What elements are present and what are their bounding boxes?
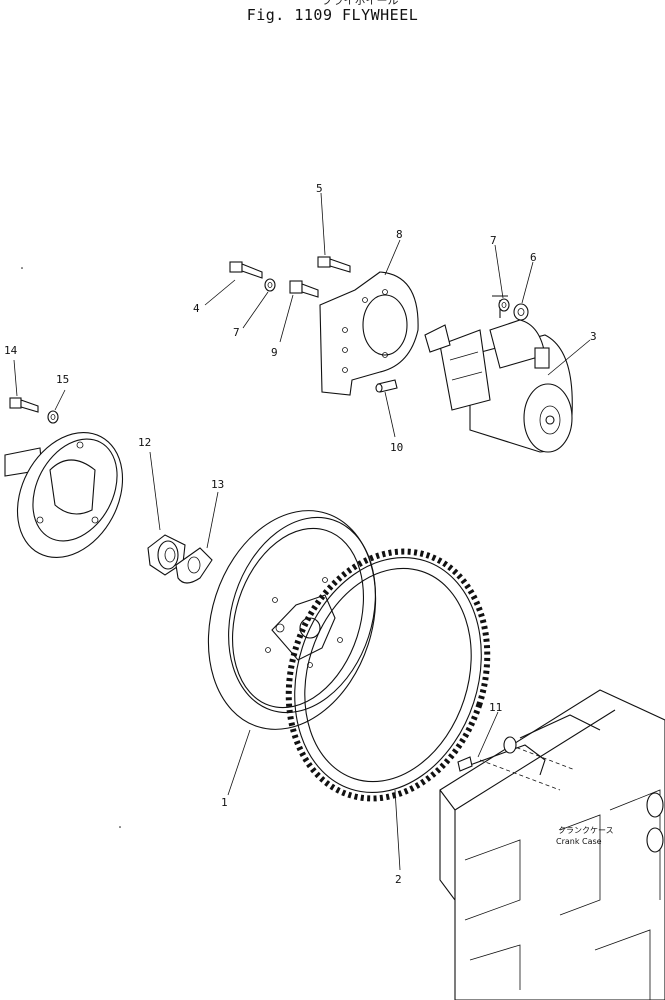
hub-plate	[4, 431, 124, 559]
bolt-9	[289, 280, 319, 298]
washer-15	[47, 410, 59, 424]
callout-8: 8	[396, 228, 403, 241]
callout-5: 5	[316, 182, 323, 195]
dowel-pin	[375, 379, 398, 393]
callout-10: 10	[390, 441, 403, 454]
callout-6: 6	[530, 251, 537, 264]
callout-9: 9	[271, 346, 278, 359]
ring-gear	[285, 548, 491, 802]
speck	[21, 267, 23, 269]
callout-7-right: 7	[490, 234, 497, 247]
figure-title: Fig. 1109 FLYWHEEL	[246, 6, 419, 24]
washer-7-right	[498, 298, 510, 312]
crankcase-jp-label: クランクケース	[558, 826, 614, 835]
callout-12: 12	[138, 436, 151, 449]
speck	[119, 826, 121, 828]
crank-case	[439, 689, 665, 1000]
figure-japanese-title: フライホイール	[321, 0, 399, 7]
crankcase-en-label: Crank Case	[556, 837, 602, 846]
callout-3: 3	[590, 330, 597, 343]
nut-6	[513, 303, 529, 321]
callout-15: 15	[56, 373, 69, 386]
callout-13: 13	[211, 478, 224, 491]
callout-14: 14	[4, 344, 18, 357]
callout-numbers: 1 2 3 4 5 6 7 7 8 9 10 11 12 13 14 15	[4, 182, 597, 886]
bolt-14	[9, 397, 39, 413]
starter-motor	[424, 295, 573, 453]
bolt-4	[229, 261, 263, 279]
leader-lines	[13, 192, 591, 871]
bolt-5	[317, 256, 351, 273]
callout-2: 2	[395, 873, 402, 886]
dowel-11	[457, 736, 517, 772]
callout-4: 4	[193, 302, 200, 315]
washer-7-left	[264, 278, 276, 292]
callout-11: 11	[489, 701, 502, 714]
washer-13	[175, 547, 213, 584]
callout-1: 1	[221, 796, 228, 809]
starter-bracket	[319, 271, 419, 396]
callout-7-left: 7	[233, 326, 240, 339]
